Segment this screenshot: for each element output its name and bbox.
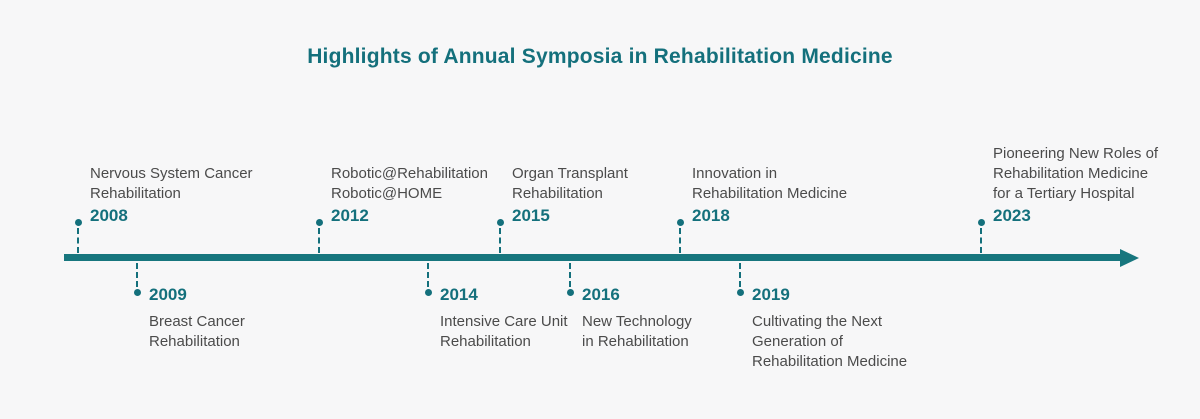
event-year: 2016	[582, 285, 620, 304]
event-year: 2019	[752, 285, 790, 304]
timeline-connector	[679, 228, 681, 253]
event-year: 2014	[440, 285, 478, 304]
timeline-dot	[74, 219, 82, 226]
timeline-connector	[980, 228, 982, 253]
right-arrow-icon	[1120, 249, 1139, 267]
event-title-line: Pioneering New Roles of	[993, 145, 1159, 162]
timeline-dot	[133, 289, 141, 296]
timeline-dot	[424, 289, 432, 296]
event-title-line: in Rehabilitation	[582, 333, 689, 350]
timeline-axis	[64, 254, 1122, 261]
timeline-dot	[977, 219, 985, 226]
event-title-line: Rehabilitation Medicine	[752, 353, 908, 370]
event-title: New Technology in Rehabilitation	[582, 312, 692, 352]
timeline-dot	[315, 219, 323, 226]
event-title: Innovation in Rehabilitation Medicine	[692, 164, 847, 204]
event-title-line: New Technology	[582, 313, 692, 330]
page-title: Highlights of Annual Symposia in Rehabil…	[307, 45, 893, 68]
event-title-line: Organ Transplant	[512, 165, 628, 182]
event-title-line: Rehabilitation	[90, 185, 181, 202]
event-year: 2015	[512, 206, 550, 225]
event-title-line: Intensive Care Unit	[440, 313, 568, 330]
event-year: 2012	[331, 206, 369, 225]
event-title-line: Innovation in	[692, 165, 778, 182]
timeline-dot	[496, 219, 504, 226]
event-title-line: Robotic@HOME	[331, 185, 443, 202]
timeline-dot	[676, 219, 684, 226]
timeline-connector	[318, 228, 320, 253]
event-title-line: Rehabilitation Medicine	[993, 165, 1149, 182]
event-title-line: for a Tertiary Hospital	[993, 185, 1135, 202]
event-title-line: Rehabilitation Medicine	[692, 185, 848, 202]
timeline-connector	[427, 263, 429, 287]
timeline-connector	[569, 263, 571, 287]
timeline-dot	[566, 289, 574, 296]
event-title-line: Rehabilitation	[512, 185, 603, 202]
event-title-line: Cultivating the Next	[752, 313, 883, 330]
event-title-line: Nervous System Cancer	[90, 165, 253, 182]
timeline-connector	[499, 228, 501, 253]
timeline-connector	[77, 228, 79, 253]
event-title-line: Robotic@Rehabilitation	[331, 165, 488, 182]
event-title-line: Generation of	[752, 333, 843, 350]
event-year: 2023	[993, 206, 1031, 225]
timeline-connector	[136, 263, 138, 287]
event-title: Pioneering New Roles of Rehabilitation Me…	[993, 144, 1158, 204]
event-title-line: Breast Cancer	[149, 313, 245, 330]
event-title-line: Rehabilitation	[440, 333, 531, 350]
event-year: 2018	[692, 206, 730, 225]
timeline-connector	[739, 263, 741, 287]
timeline-dot	[736, 289, 744, 296]
event-year: 2009	[149, 285, 187, 304]
event-year: 2008	[90, 206, 128, 225]
event-title-line: Rehabilitation	[149, 333, 240, 350]
